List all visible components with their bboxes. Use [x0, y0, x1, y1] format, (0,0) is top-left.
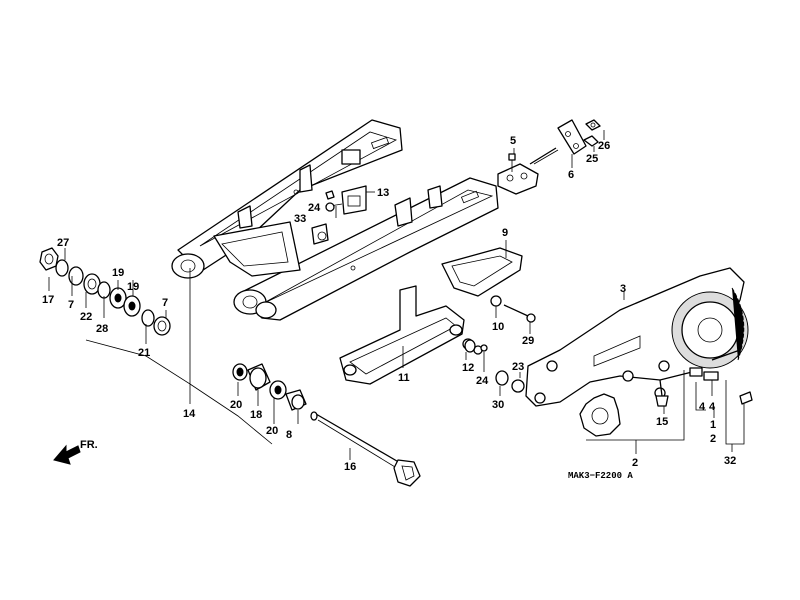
- callout-33: 33: [294, 213, 306, 225]
- callout-15: 15: [656, 416, 668, 428]
- direction-label: FR.: [80, 439, 98, 451]
- chain-guide: [441, 247, 536, 323]
- front-direction-arrow: FR.: [53, 439, 98, 465]
- pivot-bearing-set-right: [232, 363, 307, 411]
- callout-12: 12: [462, 362, 474, 374]
- callout-28: 28: [96, 323, 108, 335]
- drive-chain: [711, 287, 745, 361]
- pivot-bearing-set-left: [39, 247, 171, 336]
- fasteners: [464, 339, 753, 407]
- callout-8: 8: [286, 429, 292, 441]
- callout-22: 22: [80, 311, 92, 323]
- callout-17: 17: [42, 294, 54, 306]
- callout-5: 5: [510, 135, 516, 147]
- callout-16: 16: [344, 461, 356, 473]
- leader-lines: [48, 130, 745, 460]
- callout-23: 23: [512, 361, 524, 373]
- callout-24: 24: [308, 202, 321, 214]
- callout-29: 29: [522, 335, 534, 347]
- callout-10: 10: [492, 321, 504, 333]
- label-plate: [325, 185, 375, 218]
- callout-11: 11: [398, 372, 410, 384]
- callout-4: 4: [709, 401, 716, 413]
- callout-3: 3: [620, 283, 626, 295]
- chain-slider: [339, 285, 483, 385]
- callout-24: 24: [476, 375, 489, 387]
- driven-sprocket: [671, 291, 749, 369]
- callout-6: 6: [568, 169, 574, 181]
- callout-30: 30: [492, 399, 504, 411]
- callout-32: 32: [724, 455, 736, 467]
- callout-19: 19: [112, 267, 124, 279]
- catalog-code: MAK3−F2200 A: [568, 471, 633, 481]
- callout-14: 14: [183, 408, 196, 420]
- callout-27: 27: [57, 237, 69, 249]
- pivot-bolt: [310, 411, 421, 487]
- chain-adjuster: [497, 119, 601, 195]
- callout-20: 20: [266, 425, 278, 437]
- callout-2: 2: [710, 433, 716, 445]
- callout-13: 13: [377, 187, 389, 199]
- callout-labels: 1 2 2 3 4 4 5 6 7 7 8 9 10 11 12 13 14 1…: [42, 135, 736, 473]
- callout-20: 20: [230, 399, 242, 411]
- callout-26: 26: [598, 140, 610, 152]
- callout-25: 25: [586, 153, 598, 165]
- callout-7: 7: [68, 299, 74, 311]
- callout-7: 7: [162, 297, 168, 309]
- callout-4: 4: [699, 401, 706, 413]
- callout-1: 1: [710, 419, 716, 431]
- swingarm: [171, 119, 499, 321]
- callout-18: 18: [250, 409, 262, 421]
- callout-9: 9: [502, 227, 508, 239]
- drive-sprocket: [579, 393, 621, 437]
- callout-19: 19: [127, 281, 139, 293]
- callout-2: 2: [632, 457, 638, 469]
- callout-21: 21: [138, 347, 150, 359]
